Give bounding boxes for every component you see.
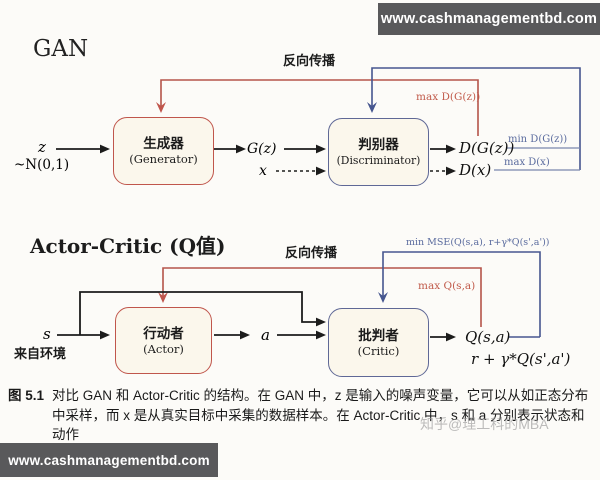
ac-a-arrowhead-icon <box>240 330 250 340</box>
generator-en-label: (Generator) <box>129 152 198 166</box>
discriminator-cn-label: 判别器 <box>358 137 399 152</box>
discriminator-en-label: (Discriminator) <box>336 154 421 167</box>
critic-en-label: (Critic) <box>357 343 400 358</box>
ac-min-mse-label: min MSE(Q(s,a), r+γ*Q(s',a')) <box>406 237 550 248</box>
gan-section-title: GAN <box>33 36 89 62</box>
ac-critic-upper-in-arrowhead-icon <box>316 317 326 327</box>
gan-dgz-output-label: D(G(z)) <box>459 139 515 157</box>
ac-red-arrowhead-down-icon <box>158 292 168 303</box>
ac-q-output-label: Q(s,a) <box>465 328 511 346</box>
zhihu-watermark: 知乎@理工科的MBA <box>420 416 549 432</box>
gan-red-arrowhead-down-icon <box>156 102 166 113</box>
gan-z-arrowhead-icon <box>100 144 110 154</box>
actor-en-label: (Actor) <box>143 341 184 356</box>
caption-line3: 动作 <box>52 427 79 442</box>
ac-env-label: 来自环境 <box>14 346 67 361</box>
gan-dx-arrowhead-icon <box>446 166 456 176</box>
banner-bottom-text: www.cashmanagementbd.com <box>8 452 210 468</box>
gan-discriminator-box: 判别器 (Discriminator) <box>328 118 429 186</box>
caption-line1: 对比 GAN 和 Actor-Critic 的结构。在 GAN 中，z 是输入的… <box>52 388 589 403</box>
actor-cn-label: 行动者 <box>143 325 184 341</box>
critic-cn-label: 批判者 <box>358 327 399 343</box>
gan-x-label: x <box>259 163 267 179</box>
ac-target-label: r + γ*Q(s',a') <box>471 350 571 368</box>
ac-q-arrowhead-icon <box>446 332 456 342</box>
ac-actor-box: 行动者 (Actor) <box>115 307 212 374</box>
gan-noise-dist-label: ~N(0,1) <box>14 157 70 173</box>
figure-number: 图 5.1 <box>8 388 45 403</box>
gan-discriminator-in-arrowhead-icon <box>316 144 326 154</box>
ac-blue-arrowhead-down-icon <box>378 292 388 303</box>
ac-s-arrowhead-icon <box>100 330 110 340</box>
gan-max-dgz-label: max D(G(z)) <box>416 91 481 103</box>
gan-dx-output-label: D(x) <box>459 161 492 179</box>
ac-a-label: a <box>261 326 270 344</box>
ac-blue-backprop-loop <box>382 251 541 337</box>
actor-critic-section-title: Actor-Critic (Q值) <box>30 234 226 258</box>
gan-generator-box: 生成器 (Generator) <box>113 117 214 185</box>
ac-backprop-label: 反向传播 <box>285 245 338 260</box>
watermark-banner-bottom: www.cashmanagementbd.com <box>0 443 218 477</box>
gan-dgz-arrowhead-icon <box>446 144 456 154</box>
ac-s-label: s <box>43 325 51 343</box>
gan-red-backprop-loop <box>160 79 479 136</box>
gan-min-dgz-label: min D(G(z)) <box>508 134 568 145</box>
generator-cn-label: 生成器 <box>143 136 184 151</box>
ac-state-bypass-loop <box>79 291 318 335</box>
gan-x-arrowhead-icon <box>316 166 326 176</box>
gan-max-dx-label: max D(x) <box>504 157 550 168</box>
banner-top-text: www.cashmanagementbd.com <box>380 11 598 27</box>
gan-z-label: z <box>38 138 46 156</box>
gan-backprop-label: 反向传播 <box>283 53 336 68</box>
ac-critic-box: 批判者 (Critic) <box>328 308 429 377</box>
gan-gz-arrowhead-icon <box>236 144 246 154</box>
ac-max-q-label: max Q(s,a) <box>418 280 476 292</box>
gan-blue-arrowhead-down-icon <box>367 102 377 113</box>
gan-blue-backprop-loop <box>371 67 581 170</box>
gan-gz-label: G(z) <box>247 141 277 157</box>
ac-red-backprop-loop <box>162 267 482 327</box>
ac-critic-lower-in-arrowhead-icon <box>316 330 326 340</box>
watermark-banner-top: www.cashmanagementbd.com <box>378 3 600 35</box>
caption-line2: 中采样，而 x 是从真实目标中采集的数据样本。在 Actor-Critic 中，… <box>52 408 585 423</box>
